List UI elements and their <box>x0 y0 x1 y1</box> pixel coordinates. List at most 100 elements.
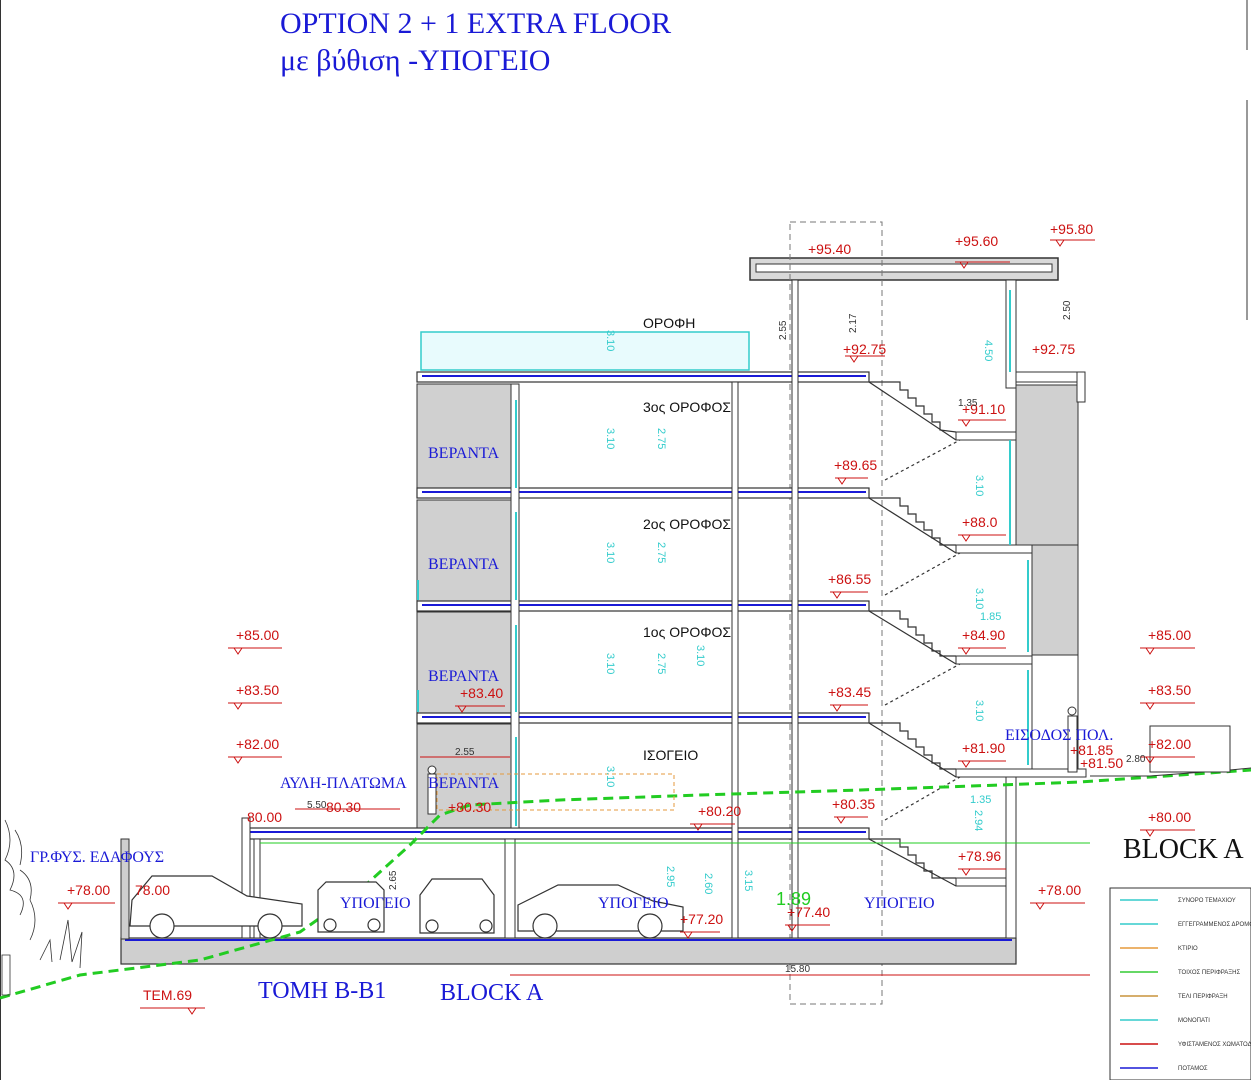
ground-line-label: ΓΡ.ΦΥΣ. ΕΔΑΦΟΥΣ <box>30 849 164 866</box>
dim-roof-h1: 2.55 <box>778 320 789 340</box>
dimension-texts: 2.55 5.50 2.65 15.80 2.55 2.17 2.50 1.85… <box>307 300 1146 975</box>
legend-label: ΚΤΙΡΙΟ <box>1178 946 1198 952</box>
level-ground: +80.35 <box>832 796 875 812</box>
dim-h310-second: 3.10 <box>604 542 616 563</box>
level-ground-entr2: +81.50 <box>1080 755 1123 771</box>
veranda-label-3: ΒΕΡΑΝΤΑ <box>428 445 499 462</box>
level-right-80: +80.00 <box>1148 809 1191 825</box>
level-right-78: +78.00 <box>1038 882 1081 898</box>
level-yard-left: 80.30 <box>326 799 361 815</box>
block-label-right: BLOCK A <box>1123 834 1244 865</box>
dim-h315: 3.15 <box>742 870 754 891</box>
level-first-veranda: +83.40 <box>460 685 503 701</box>
dim-h295: 2.95 <box>664 866 676 887</box>
level-ground-entr: +81.85 <box>1070 742 1113 758</box>
level-roof-top: +95.40 <box>808 241 851 257</box>
floor-slabs <box>120 371 1087 965</box>
level-roof-right: +92.75 <box>1032 341 1075 357</box>
veranda-label-1: ΒΕΡΑΝΤΑ <box>428 668 499 685</box>
basement-label-mid: ΥΠΟΓΕΙΟ <box>598 895 669 912</box>
level-left-8350: +83.50 <box>236 682 279 698</box>
green-dim-label: 1.89 <box>776 889 811 909</box>
level-third: +89.65 <box>834 457 877 473</box>
entrance-label: ΕΙΣΟΔΟΣ ΠΟΛ. <box>1005 727 1113 744</box>
legend-label: ΤΟΙΧΟΣ ΠΕΡΙΦΡΑΞΗΣ <box>1178 970 1241 976</box>
right-wall <box>1015 384 1079 546</box>
dim-h310-roof: 3.10 <box>604 330 616 351</box>
legend-label: ΤΕΛΙ ΠΕΡΙΦΡΑΞΗ <box>1178 994 1228 1000</box>
dim-h450: 4.50 <box>982 340 994 361</box>
person-figures <box>427 706 1078 815</box>
level-left-78b: 78.00 <box>135 882 170 898</box>
level-first: +83.45 <box>828 684 871 700</box>
title-line1: OPTION 2 + 1 EXTRA FLOOR <box>280 7 671 40</box>
dim-h310-right-3: 3.10 <box>973 475 985 496</box>
veranda-wall-2 <box>416 499 512 605</box>
floor-second-label: 2ος ΟΡΟΦΟΣ <box>643 516 731 532</box>
dim-h310-first-b: 3.10 <box>694 645 706 666</box>
car-drawings <box>129 875 684 939</box>
dim-h275-first: 2.75 <box>655 653 667 674</box>
legend-label: ΣΥΝΟΡΟ ΤΕΜΑΧΙΟΥ <box>1178 898 1236 904</box>
dim-h275-second: 2.75 <box>655 542 667 563</box>
level-ground-left: +80.30 <box>448 799 491 815</box>
dim-h260: 2.60 <box>702 873 714 894</box>
level-ground-stair: +81.90 <box>962 740 1005 756</box>
legend: ΣΥΝΟΡΟ ΤΕΜΑΧΙΟΥ ΕΓΓΕΓΡΑΜΜΕΝΟΣ ΔΡΟΜΟΣ ΚΤΙΡΙ… <box>1109 887 1251 1080</box>
veranda-label-0: ΒΕΡΑΝΤΑ <box>428 775 499 792</box>
dim-h310-right-1: 3.10 <box>973 700 985 721</box>
dim-veranda-w: 2.55 <box>455 747 475 758</box>
legend-label: ΥΦΙΣΤΑΜΕΝΟΣ ΧΩΜΑΤΟΔΡΟΜΟΣ <box>1178 1042 1251 1048</box>
dim-h275-third: 2.75 <box>655 428 667 449</box>
level-left-78: +78.00 <box>67 882 110 898</box>
yard-label: ΑΥΛΗ-ΠΛΑΤΩΜΑ <box>280 775 407 792</box>
level-roof-top-mid: +95.60 <box>955 233 998 249</box>
dim-h294: 2.94 <box>972 810 984 831</box>
basement-label-right: ΥΠΟΓΕΙΟ <box>864 895 935 912</box>
elevator-shaft <box>789 221 883 1005</box>
dim-h310-ground: 3.10 <box>604 766 616 787</box>
dim-base-h: 2.65 <box>388 870 399 890</box>
basement-label-left: ΥΠΟΓΕΙΟ <box>340 895 411 912</box>
dim-h310-first: 3.10 <box>604 653 616 674</box>
dim-h310-right-2: 3.10 <box>973 588 985 609</box>
level-second-stair: +88.0 <box>962 514 998 530</box>
floor-first-label: 1ος ΟΡΟΦΟΣ <box>643 624 731 640</box>
dim-h135b: 1.35 <box>958 398 978 409</box>
dim-h280: 2.80 <box>1126 754 1146 765</box>
level-left-85: +85.00 <box>236 627 279 643</box>
level-basement: +77.40 <box>787 904 830 920</box>
dim-stair-185: 1.85 <box>980 611 1001 623</box>
level-basement-stair: +78.96 <box>958 848 1001 864</box>
floor-roof-label: ΟΡΟΦΗ <box>643 315 695 331</box>
plant-drawing <box>1 819 83 996</box>
level-third-stair: +91.10 <box>962 401 1005 417</box>
roof-glass-box <box>420 331 750 371</box>
legend-label: ΠΟΤΑΜΟΣ <box>1178 1066 1208 1072</box>
level-second: +86.55 <box>828 571 871 587</box>
level-yard-far: 80.00 <box>247 809 282 825</box>
veranda-label-2: ΒΕΡΑΝΤΑ <box>428 556 499 573</box>
level-left-82: +82.00 <box>236 736 279 752</box>
level-basement-mid: +77.20 <box>680 911 723 927</box>
floor-third-label: 3ος ΟΡΟΦΟΣ <box>643 399 731 415</box>
legend-label: ΜΟΝΟΠΑΤΙ <box>1178 1018 1210 1024</box>
veranda-wall-3 <box>416 383 512 493</box>
floor-ground-label: ΙΣΟΓΕΙΟ <box>643 747 698 763</box>
section-label: ΤΟΜΗ Β-Β1 <box>258 978 386 1004</box>
level-roof-left: +92.75 <box>843 341 886 357</box>
dim-stair-135: 1.35 <box>970 794 991 806</box>
tem-label: ΤΕΜ.69 <box>143 987 192 1003</box>
dim-roof-h3: 2.50 <box>1062 300 1073 320</box>
dim-h310-third: 3.10 <box>604 428 616 449</box>
level-marks: +95.40 +95.60 +95.80 +92.75 +92.75 +91.1… <box>58 221 1195 1015</box>
level-right-85: +85.00 <box>1148 627 1191 643</box>
dim-roof-h2: 2.17 <box>848 313 859 333</box>
legend-label: ΕΓΓΕΓΡΑΜΜΕΝΟΣ ΔΡΟΜΟΣ <box>1178 922 1251 928</box>
level-right-8350: +83.50 <box>1148 682 1191 698</box>
block-label-bottom: BLOCK A <box>440 980 544 1006</box>
level-first-stair: +84.90 <box>962 627 1005 643</box>
level-ground-mid: +80.20 <box>698 803 741 819</box>
level-roof-top-right: +95.80 <box>1050 221 1093 237</box>
